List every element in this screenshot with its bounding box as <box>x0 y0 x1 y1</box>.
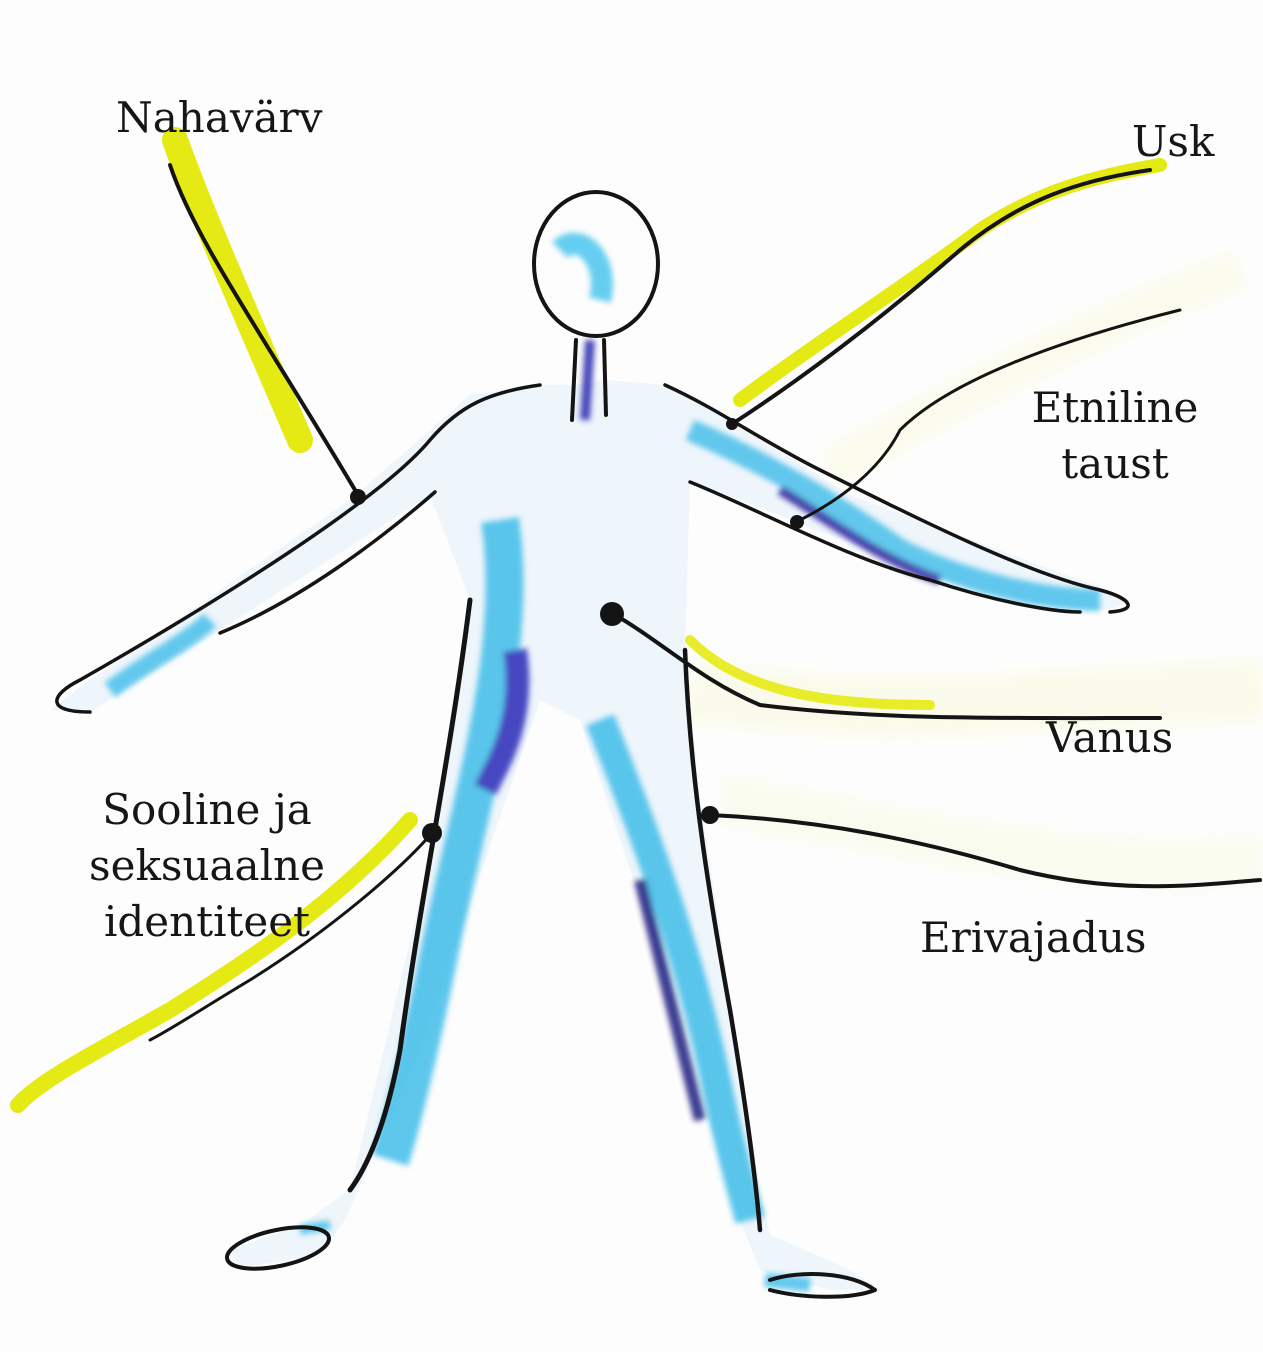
dot-nahavarv <box>350 489 366 505</box>
dot-erivajadus <box>701 806 719 824</box>
label-nahavarv: Nahavärv <box>116 90 322 146</box>
label-vanus: Vanus <box>1046 710 1173 766</box>
nahavarv-highlight <box>175 140 300 440</box>
label-etniline-line2: taust <box>1010 436 1220 492</box>
dot-etniline <box>790 515 804 529</box>
left-arm-bottom <box>220 492 435 633</box>
usk-highlight <box>740 165 1160 400</box>
dot-vanus <box>600 602 624 626</box>
dot-sooline <box>422 823 442 843</box>
label-usk: Usk <box>1132 114 1214 170</box>
label-etniline-line1: Etniline <box>1010 380 1220 436</box>
neck-right <box>604 340 606 415</box>
label-etniline-taust: Etniline taust <box>1010 380 1220 492</box>
label-erivajadus: Erivajadus <box>920 910 1147 966</box>
label-sooline-identiteet: Sooline ja seksuaalne identiteet <box>78 782 336 950</box>
dot-usk <box>726 418 738 430</box>
label-sooline-line2: seksuaalne <box>78 838 336 894</box>
label-sooline-line1: Sooline ja <box>78 782 336 838</box>
label-sooline-line3: identiteet <box>78 894 336 950</box>
